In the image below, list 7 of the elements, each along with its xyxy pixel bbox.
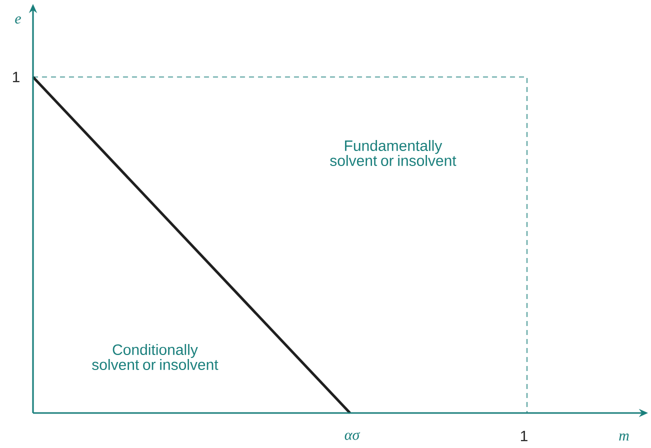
- tick-label: ασ: [344, 432, 360, 440]
- axis-label: e: [15, 16, 21, 24]
- region-label: Fundamentally solvent or insolvent: [330, 140, 456, 166]
- tick-label: 1: [12, 72, 20, 82]
- tick-label: 1: [520, 430, 528, 442]
- region-label: Conditionally solvent or insolvent: [92, 344, 218, 370]
- axis-label: m: [619, 433, 629, 441]
